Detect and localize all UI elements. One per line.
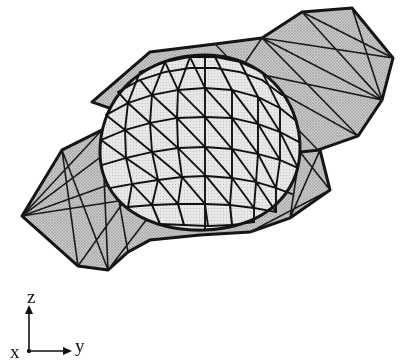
z-axis-arrowhead bbox=[25, 305, 33, 314]
x-axis-label: x bbox=[10, 342, 20, 363]
axes-indicator: z y x bbox=[10, 287, 85, 363]
z-axis-label: z bbox=[27, 287, 35, 308]
mesh-central-dome bbox=[98, 53, 302, 232]
y-axis-label: y bbox=[75, 336, 85, 357]
y-axis-arrowhead bbox=[63, 347, 72, 355]
x-axis-origin-dot bbox=[26, 348, 32, 354]
